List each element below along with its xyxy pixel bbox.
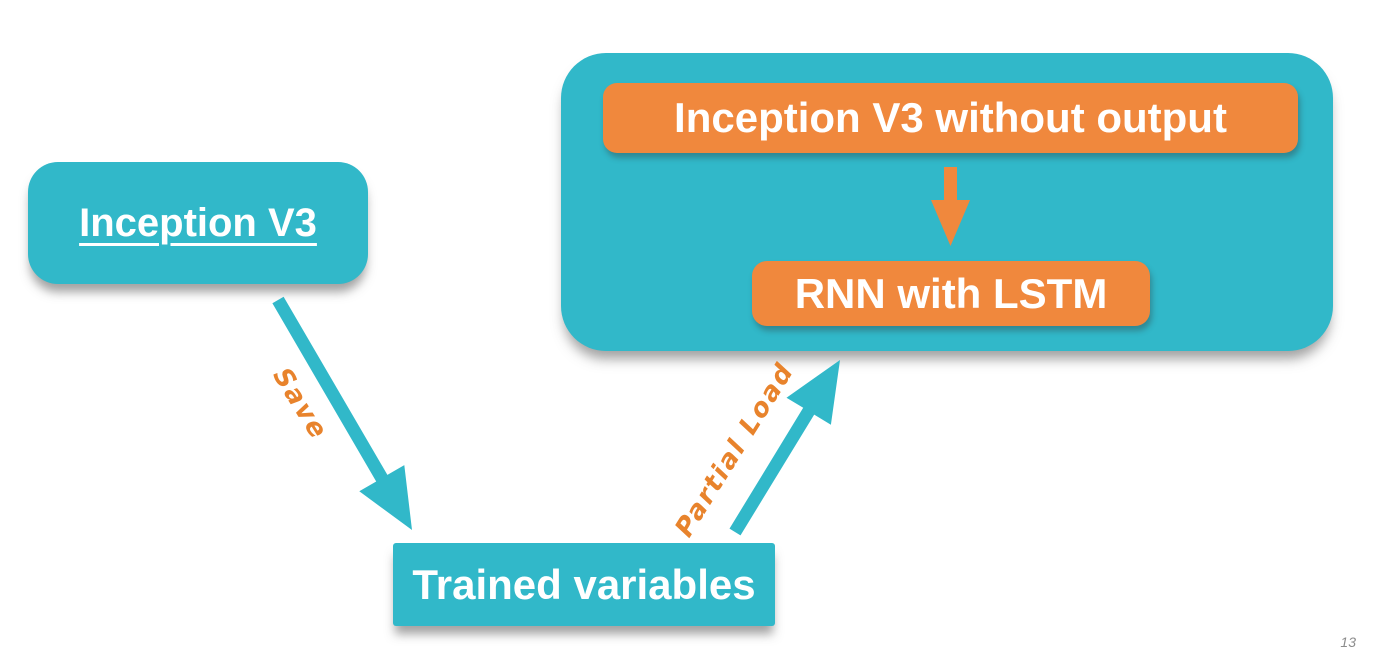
node-trained-variables-label: Trained variables <box>412 560 756 608</box>
node-inception-without-output-label: Inception V3 without output <box>674 94 1227 141</box>
partial-load-edge-label: Partial Load <box>669 357 801 543</box>
node-inception-v3-label: Inception V3 <box>79 200 317 245</box>
group-model-pipeline: Inception V3 without output RNN with LST… <box>561 53 1333 351</box>
node-inception-without-output: Inception V3 without output <box>603 83 1298 153</box>
node-inception-v3: Inception V3 <box>28 162 368 284</box>
save-edge-label: Save <box>266 362 334 446</box>
node-rnn-with-lstm-label: RNN with LSTM <box>794 269 1108 317</box>
node-trained-variables: Trained variables <box>393 543 775 626</box>
page-number: 13 <box>1340 634 1356 650</box>
node-rnn-with-lstm: RNN with LSTM <box>752 261 1150 326</box>
